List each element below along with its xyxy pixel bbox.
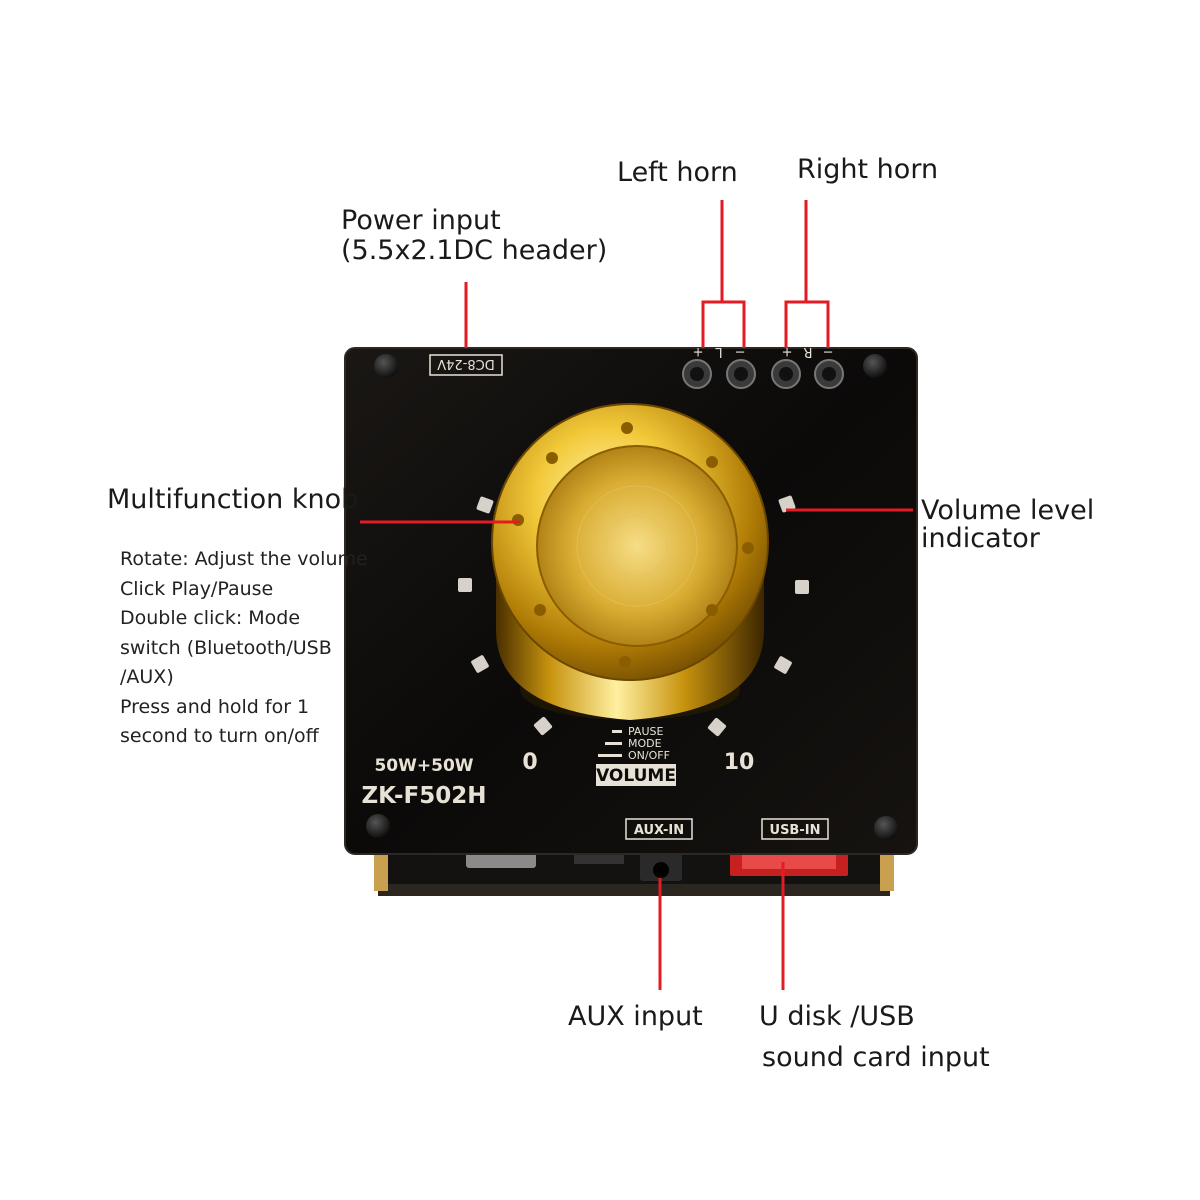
knob-function-line: /AUX): [120, 666, 174, 688]
right-horn-label: Right horn: [797, 154, 939, 185]
knob-function-line: Press and hold for 1: [120, 695, 310, 718]
power-input-sublabel: (5.5x2.1DC header): [341, 235, 608, 266]
power-input-label: Power input: [341, 205, 501, 236]
aux-in-label: AUX-IN: [634, 823, 684, 838]
usb-in-label: USB-IN: [770, 823, 821, 838]
volume-indicator-sublabel: indicator: [921, 523, 1040, 554]
legend-mode: MODE: [628, 737, 662, 750]
scale-min: 0: [522, 750, 537, 775]
scale-max: 10: [724, 750, 755, 775]
left-horn-label: Left horn: [617, 157, 738, 188]
usb-input-label: U disk /USB: [759, 1001, 915, 1032]
terminal-label: +: [693, 344, 704, 359]
knob-function-line: second to turn on/off: [120, 725, 319, 747]
terminal-label: −: [823, 344, 834, 359]
speaker-terminals: [682, 359, 844, 389]
aux-input-label: AUX input: [568, 1001, 703, 1032]
terminal-label: −: [735, 344, 746, 359]
screw-icon: [374, 354, 398, 378]
knob-function-line: Double click: Mode: [120, 607, 301, 629]
leader-lines: [360, 200, 913, 990]
model-label: ZK-F502H: [361, 783, 486, 809]
screw-icon: [366, 814, 390, 838]
volume-indicator-label: Volume level: [921, 495, 1095, 526]
main-board: DC8-24V + L − + R −: [344, 344, 918, 855]
screw-icon: [863, 354, 887, 378]
volume-label-box: [596, 764, 676, 786]
legend-pause: PAUSE: [628, 725, 663, 738]
terminal-label: +: [782, 344, 793, 359]
terminal-label: R: [803, 344, 812, 359]
legend-onoff: ON/OFF: [628, 749, 670, 762]
knob-function-line: switch (Bluetooth/USB: [120, 636, 332, 659]
screw-icon: [874, 816, 898, 840]
power-rating-label: DC8-24V: [437, 356, 495, 371]
volume-leds: [458, 495, 809, 737]
output-power-label: 50W+50W: [374, 756, 473, 776]
knob-function-line: Click Play/Pause: [120, 577, 274, 600]
volume-label: VOLUME: [596, 766, 676, 786]
multifunction-knob-label: Multifunction knob: [107, 484, 359, 515]
terminal-label: L: [715, 344, 723, 359]
usb-input-sublabel: sound card input: [762, 1042, 990, 1073]
multifunction-knob: [491, 403, 769, 720]
knob-function-line: Rotate: Adjust the volume: [120, 548, 368, 570]
